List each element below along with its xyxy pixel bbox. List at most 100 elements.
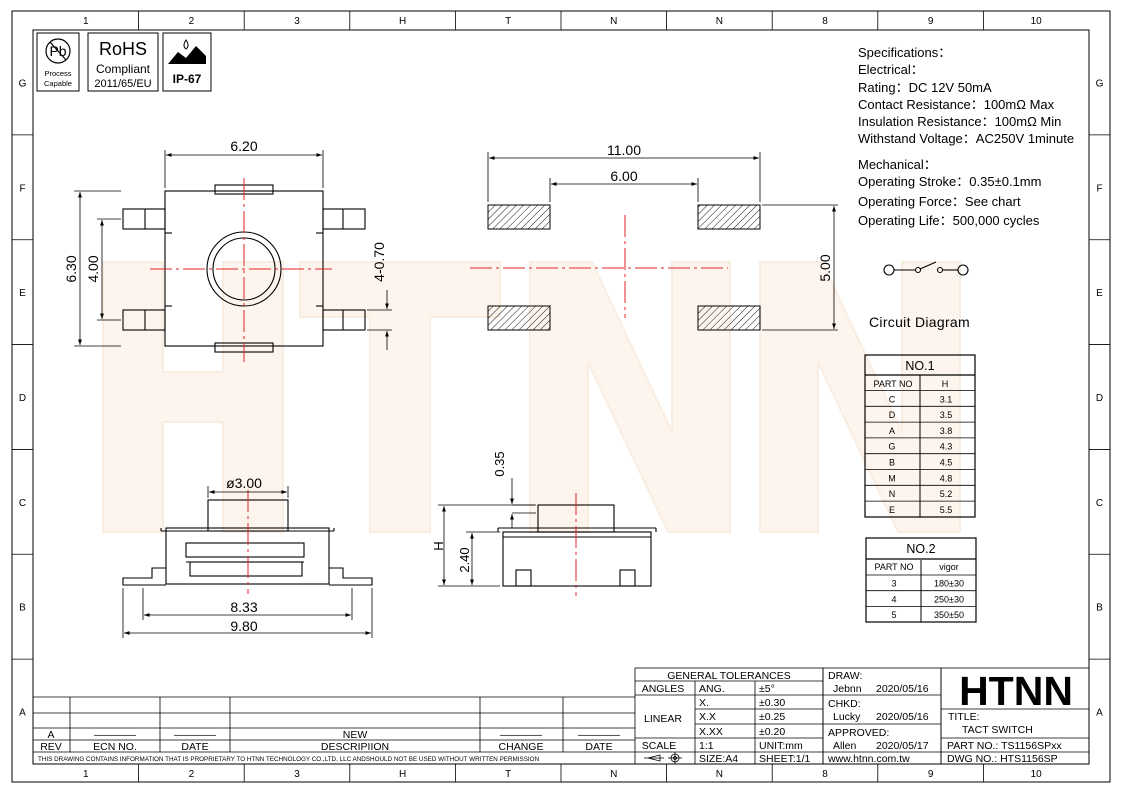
dim-top-width: 6.20 <box>230 138 257 154</box>
tol-linear-label: LINEAR <box>644 713 682 725</box>
table-cell: 3.1 <box>940 394 953 404</box>
tol-x3-value: ±0.20 <box>759 726 785 738</box>
dim-top-height-inner: 4.00 <box>85 255 101 282</box>
zone-row-label: G <box>19 78 27 89</box>
zone-row-label: E <box>1096 288 1103 299</box>
zone-col-label: N <box>716 16 723 27</box>
tol-size: SIZE:A4 <box>699 753 738 765</box>
zone-col-label: 3 <box>294 16 300 27</box>
zone-row-label: A <box>1096 708 1103 719</box>
dim-stroke: 0.35 <box>492 451 507 476</box>
table-cell: M <box>888 473 896 483</box>
rohs-code: 2011/65/EU <box>94 78 151 90</box>
revision-text: A ———— ———— NEW ———— ———— REV ECN NO. DA… <box>40 729 620 753</box>
top-view-dimensions <box>74 150 392 350</box>
draw-label: DRAW: <box>828 670 862 682</box>
ip67-logo: IP-67 <box>162 32 212 92</box>
circuit-diagram <box>883 261 969 276</box>
zone-row-label: C <box>19 498 26 509</box>
dim-top-height-outer: 6.30 <box>63 255 79 282</box>
zone-row-label: F <box>19 183 25 194</box>
table-cell: N <box>889 489 896 499</box>
title-block-text: HTNN TITLE: TACT SWITCH PART NO.: TS1156… <box>947 668 1073 765</box>
title-block <box>940 667 1090 765</box>
table-cell: 4.5 <box>940 458 953 468</box>
zone-row-label: F <box>1096 183 1102 194</box>
spec-line: Mechanical： <box>858 157 937 172</box>
zone-col-label: 2 <box>189 16 195 27</box>
rev-header: REV <box>40 741 62 753</box>
zone-col-label: H <box>399 769 406 780</box>
tol-angles-label: ANGLES <box>642 683 685 695</box>
htnn-watermark <box>102 261 961 533</box>
rohs-sub: Compliant <box>96 62 151 76</box>
ip-rating: IP-67 <box>173 72 202 86</box>
chkd-date: 2020/05/16 <box>876 711 929 723</box>
zone-row-label: D <box>1096 393 1103 404</box>
approved-name: Allen <box>833 740 857 752</box>
tol-scale-label: SCALE <box>642 740 676 752</box>
dim-pad-vertical: 5.00 <box>817 254 833 281</box>
approved-label: APPROVED: <box>828 727 889 739</box>
change-value: ———— <box>500 729 543 741</box>
spec-line: Electrical： <box>858 62 924 78</box>
ecn-value: ———— <box>94 729 137 741</box>
pb-caption-2: Capable <box>44 79 72 88</box>
description-header: DESCRIPIION <box>321 741 389 753</box>
table-cell: 3.8 <box>940 426 953 436</box>
table1-header-part: PART NO <box>873 379 912 389</box>
table-cell: 3 <box>891 579 896 589</box>
projection-symbol-icon <box>644 752 682 764</box>
zone-col-label: T <box>505 769 511 780</box>
date2-header: DATE <box>585 741 612 753</box>
tol-sheet: SHEET:1/1 <box>759 753 811 765</box>
table-cell: 5.2 <box>940 489 953 499</box>
table2-header-vigor: vigor <box>939 562 959 572</box>
approved-date: 2020/05/17 <box>876 740 929 752</box>
tol-ang-value: ±5° <box>759 683 775 695</box>
dwg-no: DWG NO.: HTS1156SP <box>947 753 1058 765</box>
tol-title: GENERAL TOLERANCES <box>667 670 791 682</box>
pb-caption-1: Process <box>44 69 71 78</box>
dim-height-base: 2.40 <box>457 547 472 572</box>
zone-col-label: 8 <box>822 769 828 780</box>
pad-dimensions <box>487 152 838 331</box>
zone-col-label: 10 <box>1031 769 1043 780</box>
zone-col-label: 1 <box>83 16 89 27</box>
spec-line: Specifications： <box>858 45 952 60</box>
zone-col-label: 1 <box>83 769 89 780</box>
spec-line: Rating：DC 12V 50mA <box>858 79 992 95</box>
table-cell: G <box>888 442 895 452</box>
ecn-header: ECN NO. <box>93 741 137 753</box>
table-cell: 350±50 <box>934 610 964 620</box>
pb-free-logo: Pb Process Capable <box>36 32 80 92</box>
change-header: CHANGE <box>499 741 544 753</box>
zone-col-label: N <box>610 16 617 27</box>
tol-ang-label: ANG. <box>699 683 725 695</box>
date-value: ———— <box>174 729 217 741</box>
zone-col-label: 3 <box>294 769 300 780</box>
table-cell: A <box>889 426 895 436</box>
table-cell: C <box>889 394 896 404</box>
circuit-label: Circuit Diagram <box>869 314 970 330</box>
zone-row-label: D <box>19 393 26 404</box>
spec-line: Operating Stroke：0.35±0.1mm <box>858 174 1042 190</box>
rohs-title: RoHS <box>99 39 147 59</box>
zone-col-label: 8 <box>822 16 828 27</box>
table-cell: 4 <box>891 594 896 604</box>
zone-ticks <box>12 11 1110 782</box>
tol-x1-value: ±0.30 <box>759 697 785 709</box>
table-cell: 4.8 <box>940 473 953 483</box>
table-cell: 5.5 <box>940 505 953 515</box>
pad-layout <box>487 204 761 331</box>
zone-col-label: 2 <box>189 769 195 780</box>
disclaimer: THIS DRAWING CONTAINS INFORMATION THAT I… <box>38 756 540 763</box>
spec-line: Operating Life：500,000 cycles <box>858 213 1040 229</box>
tolerances-text: GENERAL TOLERANCES ANGLES ANG. ±5° LINEA… <box>642 670 811 765</box>
table-cell: D <box>889 410 896 420</box>
zone-col-label: T <box>505 16 511 27</box>
table-cell: 180±30 <box>934 579 964 589</box>
